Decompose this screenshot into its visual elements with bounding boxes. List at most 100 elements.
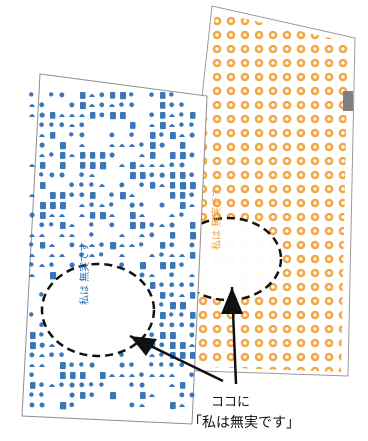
blue-pattern-mark xyxy=(149,172,154,177)
blue-pattern-mark xyxy=(70,263,75,268)
blue-pattern-mark xyxy=(60,192,65,199)
blue-pattern-mark xyxy=(50,192,56,199)
blue-pattern-mark xyxy=(69,182,74,187)
blue-pattern-mark xyxy=(160,262,166,269)
blue-pattern-mark xyxy=(179,312,183,316)
blue-pattern-mark xyxy=(189,192,194,197)
caption-line-1: ココに xyxy=(211,396,250,409)
blue-pattern-mark xyxy=(179,392,184,397)
blue-pattern-mark xyxy=(139,182,144,187)
blue-pattern-mark xyxy=(50,132,55,139)
blue-pattern-mark xyxy=(169,312,173,316)
blue-pattern-mark xyxy=(120,192,126,199)
blue-pattern-mark xyxy=(130,203,135,208)
blue-pattern-mark xyxy=(69,132,73,136)
blue-pattern-mark xyxy=(50,112,55,119)
blue-pattern-mark xyxy=(189,122,194,127)
blue-pattern-mark xyxy=(100,212,106,219)
blue-pattern-mark xyxy=(149,362,153,366)
blue-pattern-mark xyxy=(100,372,106,379)
blue-pattern-mark xyxy=(129,132,134,137)
blue-pattern-mark xyxy=(190,352,195,359)
blue-pattern-mark xyxy=(169,102,174,107)
blue-pattern-mark xyxy=(189,172,194,177)
blue-pattern-mark xyxy=(139,272,144,277)
blue-pattern-mark xyxy=(60,372,66,379)
blue-pattern-mark xyxy=(170,132,176,139)
blue-pattern-mark xyxy=(69,402,74,407)
blue-pattern-mark xyxy=(180,382,185,389)
blue-pattern-mark xyxy=(40,182,46,189)
blue-pattern-mark xyxy=(109,202,113,206)
blue-pattern-mark xyxy=(129,382,133,386)
blue-pattern-mark xyxy=(190,112,196,119)
blue-pattern-mark xyxy=(189,152,194,157)
blue-pattern-mark xyxy=(149,232,154,237)
blue-pattern-mark xyxy=(39,382,44,387)
blue-pattern-mark xyxy=(130,122,136,129)
blue-pattern-mark xyxy=(149,112,154,117)
blue-pattern-mark xyxy=(79,362,83,366)
blue-pattern-mark xyxy=(70,383,75,388)
gray-badge xyxy=(343,91,353,111)
blue-pattern-mark xyxy=(159,302,163,306)
blue-pattern-mark xyxy=(29,164,35,167)
blue-pattern-mark xyxy=(180,302,186,309)
blue-pattern-mark xyxy=(159,362,163,366)
blue-pattern-mark xyxy=(29,104,35,107)
blue-pattern-mark xyxy=(150,142,156,149)
blue-pattern-mark xyxy=(160,312,166,319)
blue-pattern-mark xyxy=(89,222,93,226)
blue-pattern-mark xyxy=(120,92,126,99)
blue-pattern-mark xyxy=(79,382,84,387)
blue-pattern-mark xyxy=(129,92,133,96)
blue-pattern-mark xyxy=(40,162,45,169)
blue-pattern-mark xyxy=(139,202,143,206)
blue-pattern-mark xyxy=(69,242,74,247)
blue-pattern-mark xyxy=(99,252,103,256)
blue-pattern-mark xyxy=(169,242,174,247)
blue-pattern-mark xyxy=(99,102,104,107)
blue-pattern-mark xyxy=(169,322,174,327)
blue-pattern-mark xyxy=(150,282,155,289)
blue-pattern-mark xyxy=(70,372,76,379)
blue-pattern-mark xyxy=(190,222,195,229)
blue-pattern-mark xyxy=(150,152,156,159)
blue-pattern-mark xyxy=(179,102,184,107)
blue-pattern-mark xyxy=(60,402,66,409)
blue-pattern-mark xyxy=(180,192,185,199)
blue-hidden-text-1: 私は 無実です xyxy=(78,242,91,305)
blue-pattern-mark xyxy=(99,92,104,97)
blue-pattern-mark xyxy=(159,322,164,327)
blue-pattern-mark xyxy=(49,172,54,177)
blue-pattern-mark xyxy=(39,222,44,227)
blue-pattern-mark xyxy=(140,222,145,229)
blue-pattern-mark xyxy=(50,202,56,209)
blue-pattern-mark xyxy=(170,182,175,189)
blue-pattern-mark xyxy=(110,112,116,119)
blue-pattern-mark xyxy=(30,342,36,349)
blue-pattern-mark xyxy=(80,102,86,109)
blue-pattern-mark xyxy=(179,212,183,216)
blue-pattern-mark xyxy=(180,342,186,349)
blue-pattern-mark xyxy=(39,292,43,296)
blue-pattern-mark xyxy=(170,152,176,159)
blue-pattern-mark xyxy=(159,282,164,287)
blue-pattern-mark xyxy=(180,172,186,179)
blue-pattern-mark xyxy=(110,92,115,99)
blue-pattern-mark xyxy=(190,182,196,189)
blue-pattern-mark xyxy=(160,92,165,99)
blue-pattern-mark xyxy=(129,102,134,107)
blue-pattern-mark xyxy=(160,143,165,148)
blue-pattern-mark xyxy=(170,402,176,409)
blue-pattern-mark xyxy=(150,132,156,139)
blue-pattern-mark xyxy=(40,113,45,118)
blue-pattern-mark xyxy=(90,212,95,219)
blue-pattern-mark xyxy=(49,92,53,96)
blue-pattern-mark xyxy=(49,262,54,267)
blue-pattern-mark xyxy=(149,92,154,97)
blue-pattern-mark xyxy=(30,332,36,339)
blue-pattern-mark xyxy=(170,172,175,179)
blue-pattern-mark xyxy=(49,352,54,357)
blue-pattern-mark xyxy=(179,262,184,267)
